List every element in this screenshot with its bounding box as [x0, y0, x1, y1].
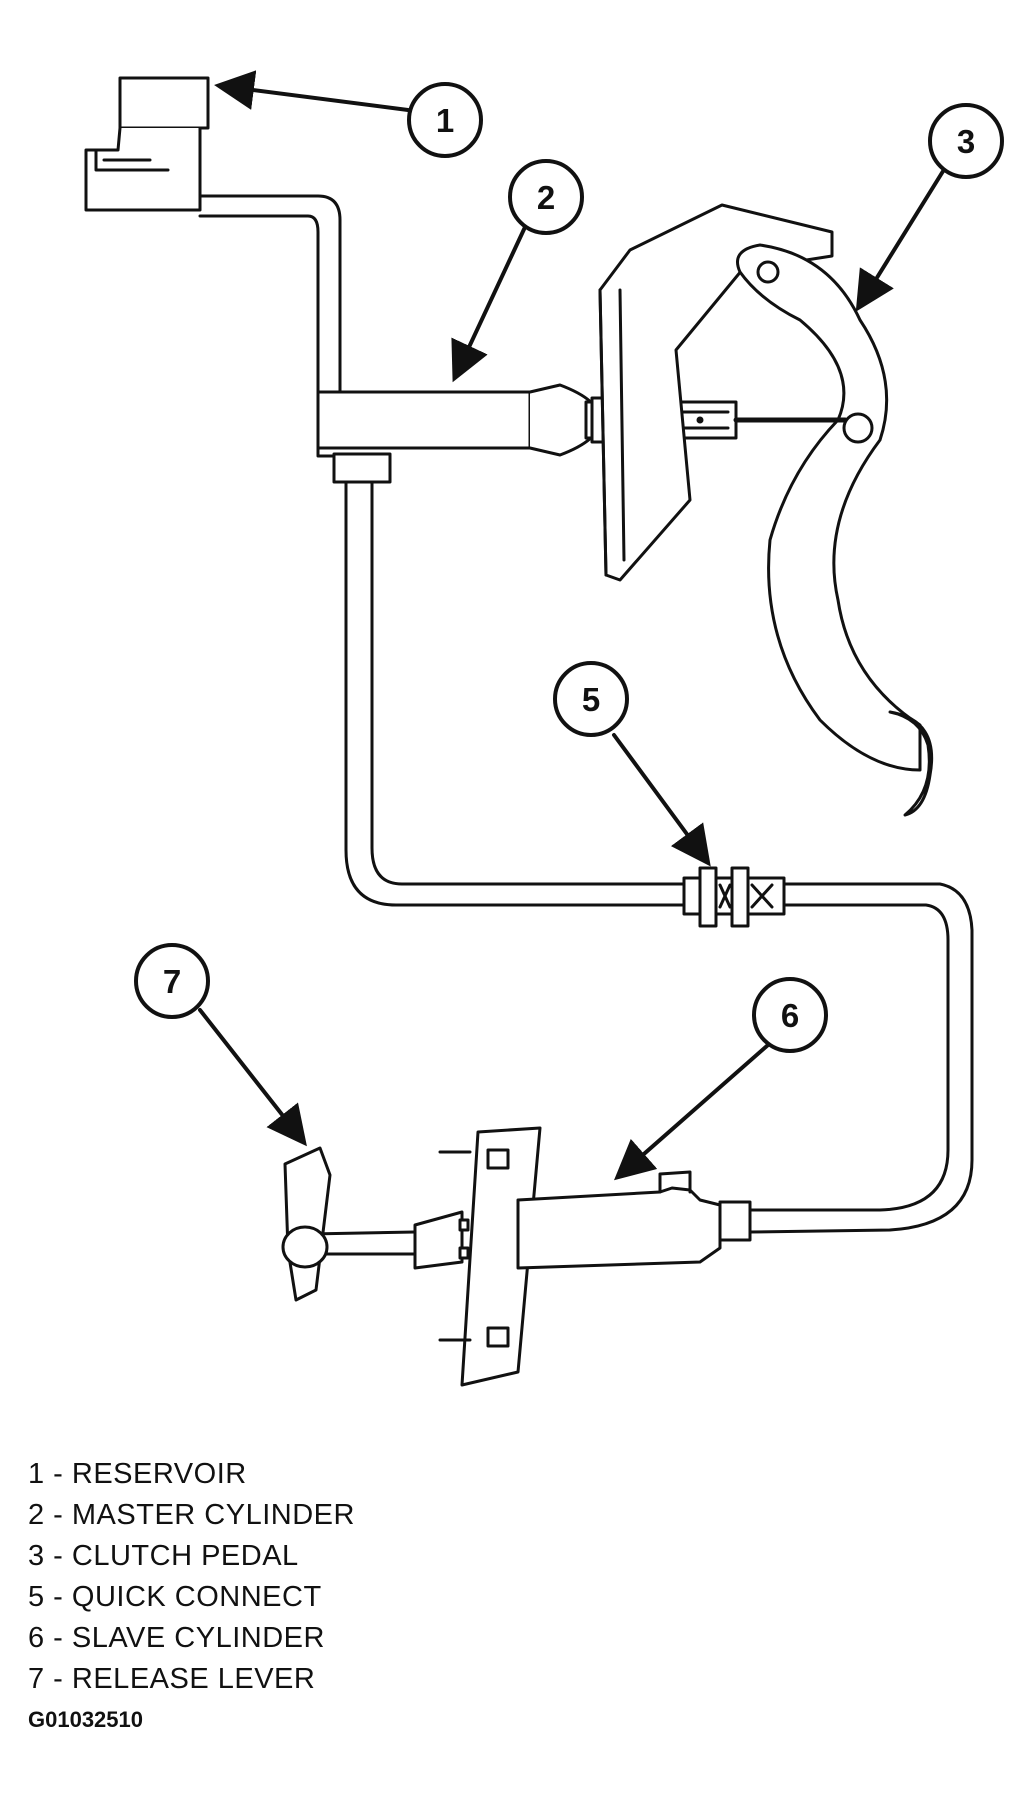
callout-2: 2	[508, 159, 584, 235]
quick-connect	[682, 866, 786, 928]
callout-arrow-6	[613, 1043, 770, 1181]
callout-3-number: 3	[957, 123, 975, 160]
reservoir	[84, 76, 210, 212]
callout-5-number: 5	[582, 681, 600, 718]
reservoir-hose	[198, 194, 342, 394]
legend-item-slave-cylinder: 6 - SLAVE CYLINDER	[28, 1622, 325, 1654]
release-lever	[281, 1146, 417, 1302]
clutch-pedal	[733, 243, 934, 817]
callout-arrow-2	[451, 223, 528, 383]
callout-5: 5	[553, 661, 629, 737]
firewall-bracket	[598, 203, 834, 582]
pressure-line-upper	[332, 452, 686, 907]
callout-arrow-5	[612, 733, 711, 867]
slave-cylinder	[413, 1126, 722, 1387]
pressure-line-lower	[718, 882, 974, 1242]
figure-id: G01032510	[28, 1707, 143, 1732]
callout-arrow-3	[855, 166, 947, 312]
clutch-hydraulic-diagram: 1 2 3 5 6 7	[84, 70, 1004, 1387]
legend-item-master-cylinder: 2 - MASTER CYLINDER	[28, 1499, 355, 1531]
legend-item-quick-connect: 5 - QUICK CONNECT	[28, 1581, 322, 1613]
callout-arrow-1	[214, 70, 410, 112]
legend-item-release-lever: 7 - RELEASE LEVER	[28, 1663, 316, 1695]
callout-6: 6	[752, 977, 828, 1053]
legend-item-reservoir: 1 - RESERVOIR	[28, 1458, 247, 1490]
callout-7: 7	[134, 943, 210, 1019]
callout-6-number: 6	[781, 997, 799, 1034]
callout-arrows	[198, 70, 947, 1181]
legend-item-clutch-pedal: 3 - CLUTCH PEDAL	[28, 1540, 299, 1572]
callout-1: 1	[407, 82, 483, 158]
callout-7-number: 7	[163, 963, 181, 1000]
callout-arrow-7	[198, 1008, 307, 1147]
callout-3: 3	[928, 103, 1004, 179]
legend: 1 - RESERVOIR 2 - MASTER CYLINDER 3 - CL…	[28, 1454, 355, 1700]
callout-1-number: 1	[436, 102, 454, 139]
callout-2-number: 2	[537, 179, 555, 216]
